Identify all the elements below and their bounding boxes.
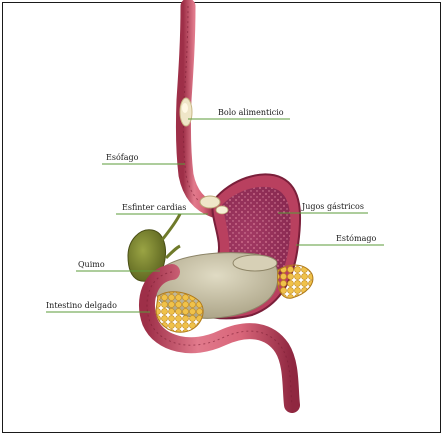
label-esfinter-cardias: Esfinter cardias: [122, 203, 186, 213]
label-esofago: Esófago: [106, 153, 138, 163]
label-bolo-alimenticio: Bolo alimenticio: [218, 108, 284, 118]
label-intestino-delgado: Intestino delgado: [46, 301, 117, 311]
food-bolus: [180, 98, 192, 126]
pancreas-right: [278, 265, 313, 298]
label-quimo: Quimo: [78, 260, 105, 270]
label-jugos-gastricos: Jugos gástricos: [302, 202, 364, 212]
label-estomago: Estómago: [336, 234, 376, 244]
